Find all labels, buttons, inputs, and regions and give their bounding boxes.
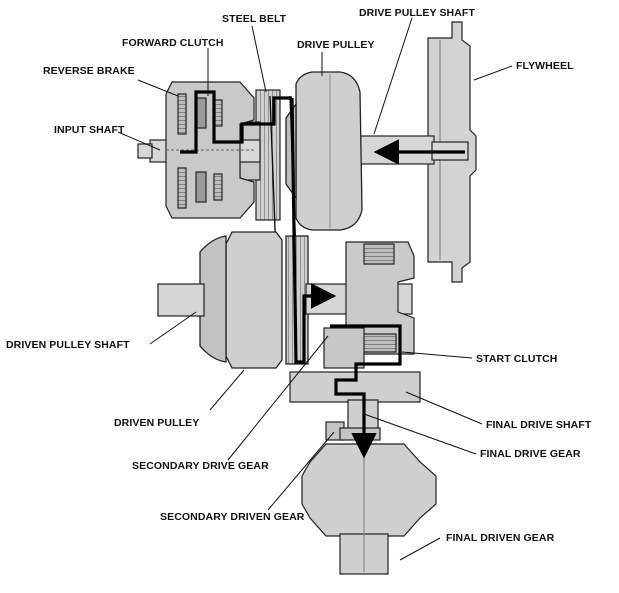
label-secondary-driven-gear: SECONDARY DRIVEN GEAR [160,511,305,523]
clutch-assembly [165,81,255,219]
label-steel-belt: STEEL BELT [222,13,287,25]
label-drive-pulley: DRIVE PULLEY [297,39,375,51]
label-flywheel: FLYWHEEL [516,60,574,72]
label-drive-pulley-shaft: DRIVE PULLEY SHAFT [359,7,475,19]
drive-pulley [285,71,363,231]
label-driven-pulley: DRIVEN PULLEY [114,417,199,429]
label-final-drive-shaft: FINAL DRIVE SHAFT [486,419,592,431]
label-driven-pulley-shaft: DRIVEN PULLEY SHAFT [6,339,130,351]
label-start-clutch: START CLUTCH [476,353,558,365]
label-final-driven-gear: FINAL DRIVEN GEAR [446,532,555,544]
secondary-drive-gear [323,327,365,369]
callout-labels: STEEL BELT DRIVE PULLEY SHAFT FORWARD CL… [6,7,592,544]
label-reverse-brake: REVERSE BRAKE [43,65,135,77]
label-input-shaft: INPUT SHAFT [54,124,125,136]
label-forward-clutch: FORWARD CLUTCH [122,37,224,49]
driven-pulley [199,231,309,369]
label-final-drive-gear: FINAL DRIVE GEAR [480,448,581,460]
final-driven-gear [301,443,437,575]
leader-lines [117,17,513,561]
power-flow-path [180,90,465,459]
label-secondary-drive-gear: SECONDARY DRIVE GEAR [132,460,269,472]
